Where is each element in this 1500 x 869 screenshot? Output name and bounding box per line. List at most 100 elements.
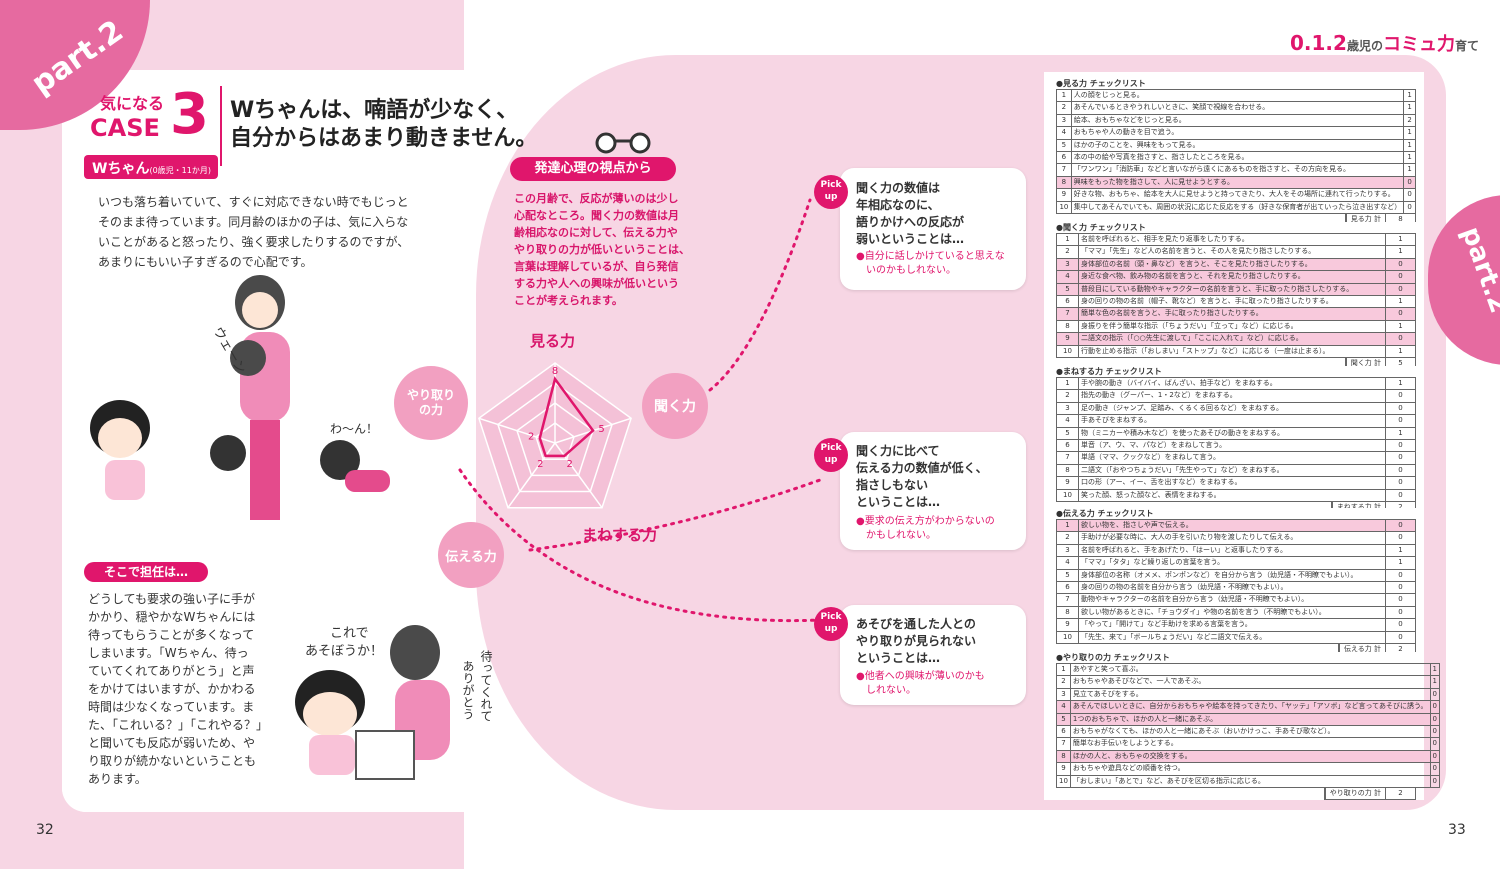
crying-baby [230, 340, 266, 376]
case-label: CASE [90, 114, 160, 142]
checklist-item-text: あそんでほしいときに、自分からおもちゃや絵本を持ってきたり、「ヤッテ」「アソボ」… [1069, 700, 1431, 714]
checklist-item-score: 1 [1429, 675, 1441, 689]
checklist-item-score: 0 [1385, 451, 1416, 465]
checklist-item-number: 4 [1056, 126, 1072, 140]
checklist-item-score: 0 [1429, 725, 1441, 739]
checklist-total-label: 聞く力 計 [1345, 358, 1385, 370]
checklist-item-score: 1 [1429, 662, 1441, 677]
checklist-item-score: 0 [1429, 712, 1441, 727]
intro-line: いつも落ち着いていて、すぐに対応できない時でもじっと [98, 195, 409, 209]
checklist-item-number: 6 [1056, 725, 1071, 739]
checklist-item-text: 見立てあそびをする。 [1069, 687, 1431, 702]
checklist-item-score: 0 [1385, 531, 1416, 545]
cry-sound-2: わ〜ん！ [330, 422, 379, 436]
checklist-item-text: おもちゃや人の動きを目で追う。 [1070, 126, 1405, 140]
view-heading: 発達心理の視点から [510, 157, 676, 181]
checklist-item-text: 手あそびをまねする。 [1078, 414, 1386, 428]
checklist-item-number: 10 [1056, 774, 1071, 789]
checklist-item-score: 0 [1385, 332, 1416, 346]
checklist-item-text: 指先の動き（グーパー、1・2など）をまねする。 [1078, 389, 1386, 403]
checklist-item-text: 簡単な色の名前を言うと、手に取ったり指さしたりする。 [1078, 307, 1386, 321]
checklist-item-number: 6 [1056, 295, 1079, 309]
pickup-card-1 [840, 168, 1026, 290]
child-face [303, 692, 357, 736]
checklist-item-number: 5 [1056, 138, 1072, 153]
radar-axis [478, 417, 556, 444]
series-text: 歳児の [1346, 39, 1383, 53]
checklist-item-text: 身の回りの物の名前を自分から言う（幼児語・不明瞭でもよい）。 [1078, 581, 1386, 595]
pickup-card-3 [840, 605, 1026, 705]
left-child-body [105, 460, 145, 500]
checklist-total-label: 伝える力 計 [1338, 644, 1385, 656]
checklist-item-score: 0 [1385, 488, 1416, 503]
checklist-item-text: 好きな物、おもちゃ、絵本を大人に見せようと持ってきたり、大人をその場所に連れて行… [1070, 188, 1405, 202]
left-child-face [98, 418, 142, 458]
checklist-item-text: 身近な食べ物、飲み物の名前を言うと、それを見たり指さしたりする。 [1078, 270, 1386, 284]
pickup-1-line: 語りかけへの反応が [856, 215, 965, 229]
child-name-tag: Wちゃん(0歳児・11か月) [84, 155, 218, 179]
checklist-item-score: 1 [1385, 232, 1416, 247]
checklist-item-number: 9 [1056, 188, 1072, 202]
checklist-item-number: 5 [1056, 568, 1079, 583]
checklist-row: 4「ママ」「タタ」など繰り返しの言葉を言う。1 [1056, 556, 1416, 570]
page-number-left: 32 [36, 822, 54, 838]
checklist-item-number: 7 [1056, 737, 1071, 751]
checklist-item-number: 10 [1056, 488, 1079, 503]
checklist-item-text: おもちゃやあそびなどで、一人であそぶ。 [1069, 675, 1431, 689]
teacher-line: り取りが続かないということも [88, 754, 257, 768]
checklist-item-score: 0 [1385, 439, 1416, 453]
checklist-item-text: あやすと笑って喜ぶ。 [1069, 662, 1431, 677]
checklist-item-number: 9 [1056, 332, 1079, 346]
illustration-teacher-crying-child [90, 270, 400, 530]
checklist-item-number: 4 [1056, 414, 1079, 428]
checklist-item-text: 普段目にしている動物やキャラクターの名前を言うと、手に取ったり指さしたりする。 [1078, 282, 1386, 297]
checklist-item-text: 二語文の指示（「○○先生に渡して」「ここに入れて」など）に応じる。 [1078, 332, 1386, 346]
pickup-2-note-line: かもしれない。 [866, 530, 936, 541]
crawling-child-body [345, 470, 390, 492]
checklist-item-score: 0 [1429, 749, 1441, 764]
teacher-legs [250, 420, 280, 520]
checklist-item-number: 7 [1056, 163, 1072, 177]
checklist-item-text: 「ママ」「先生」など人の名前を言うと、その人を見たり指さしたりする。 [1078, 245, 1386, 259]
checklist-item-number: 7 [1056, 307, 1079, 321]
radar-grid-ring [516, 402, 594, 477]
checklist-item-score: 0 [1385, 581, 1416, 595]
checklist-item-text: 集中してあそんでいても、周囲の状況に応じた反応をする（好きな保育者が出ていったら… [1070, 200, 1405, 215]
checklist-item-number: 10 [1056, 344, 1079, 359]
view-line: する力や人への興味が低いという [514, 277, 679, 290]
checklist-item-number: 8 [1056, 175, 1072, 190]
pickup-1-line: 年相応なのに、 [856, 198, 940, 212]
checklist-total-value: 8 [1385, 214, 1415, 226]
checklist-total-label: まねする力 計 [1331, 502, 1385, 514]
radar-grid-ring [535, 422, 575, 460]
pickup-2-text: 聞く力に比べて 伝える力の数値が低く、 指さしもない ということは… [856, 443, 988, 511]
pickup-3-line: ということは… [856, 651, 941, 665]
checklist-item-text: 「やって」「開けて」など手助けを求める言葉を言う。 [1078, 618, 1386, 632]
illustration-teacher-play [295, 610, 495, 790]
checklist-item-number: 8 [1056, 463, 1079, 478]
teacher-text: どうしても要求の強い子に手が かかり、穏やかなWちゃんには 待ってもらうことが多… [88, 590, 268, 788]
teacher-line: 時間は少なくなっています。ま [88, 700, 255, 714]
radar-label-interact: やり取りの力 [394, 366, 468, 440]
checklist-item-number: 1 [1056, 376, 1079, 391]
teacher-line: ていてくれてありがとう」と声 [88, 664, 255, 678]
radar-axis [554, 442, 603, 509]
checklist-item-score: 0 [1403, 188, 1416, 202]
checklist-item-number: 5 [1056, 426, 1079, 441]
connector-listen [708, 198, 812, 392]
checklist-item-number: 3 [1056, 543, 1079, 558]
pickup-badge-1-line1: Pick [820, 180, 842, 190]
